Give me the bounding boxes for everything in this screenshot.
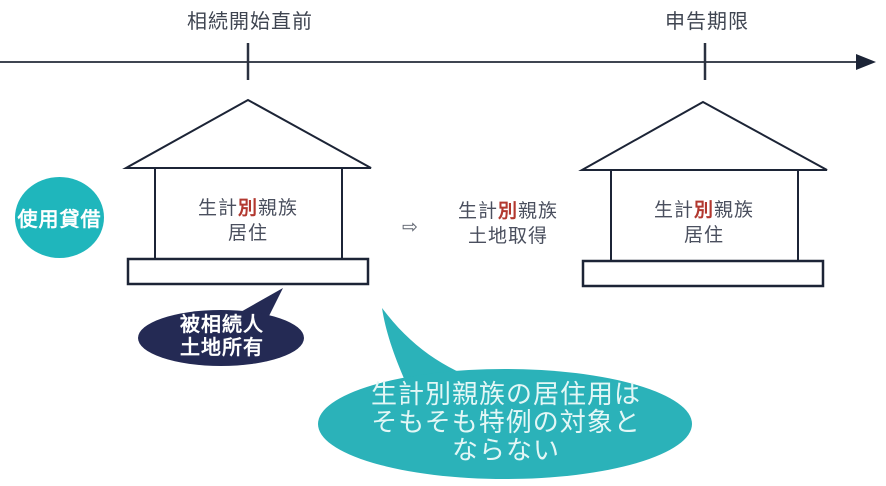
- house-after-text: 生計別親族 居住: [614, 198, 794, 248]
- house-before-roof: [122, 98, 372, 169]
- transfer-line1-emphasis: 別: [497, 201, 518, 222]
- owner-bubble-line2: 土地所有: [180, 337, 264, 359]
- house-after-foundation: [581, 259, 825, 288]
- house-after-line1-emphasis: 別: [693, 200, 714, 221]
- transfer-line2: 土地取得: [467, 226, 548, 247]
- transfer-line1-post: 親族: [518, 201, 559, 222]
- note-bubble-line2: そもそも特例の対象と: [371, 407, 641, 437]
- note-bubble-tail: [382, 308, 492, 396]
- owner-bubble: [138, 310, 304, 366]
- transfer-arrow-icon: ⇨: [402, 217, 418, 238]
- house-before-line1-emphasis: 別: [237, 198, 258, 219]
- house-after-line1-post: 親族: [714, 200, 755, 221]
- transfer-line1: 生計別親族: [418, 199, 598, 224]
- note-bubble: [318, 369, 692, 479]
- house-before-line2: 居住: [227, 223, 268, 244]
- lease-badge-label: 使用貸借: [17, 209, 102, 231]
- owner-bubble-line1: 被相続人: [180, 314, 264, 336]
- house-after-body: [610, 169, 799, 262]
- house-before-body: [154, 167, 343, 260]
- house-before-line1-pre: 生計: [197, 198, 238, 219]
- lease-badge: 使用貸借: [15, 177, 104, 258]
- house-after-line1: 生計別親族: [614, 198, 794, 223]
- transfer-line1-pre: 生計: [457, 201, 498, 222]
- note-bubble-line1: 生計別親族の居住用は: [370, 379, 641, 409]
- timeline-end-label: 申告期限: [665, 11, 749, 33]
- transfer-text: 生計別親族 土地取得: [418, 199, 598, 249]
- timeline-start-label: 相続開始直前: [187, 11, 313, 33]
- house-before-foundation: [126, 257, 370, 286]
- house-after-line2: 居住: [683, 225, 724, 246]
- house-after-roof: [578, 100, 828, 171]
- note-bubble-line3: ならない: [451, 435, 560, 465]
- house-before-line1-post: 親族: [258, 198, 299, 219]
- house-before-text: 生計別親族 居住: [158, 196, 338, 246]
- house-after-line1-pre: 生計: [653, 200, 694, 221]
- house-before-line1: 生計別親族: [158, 196, 338, 221]
- owner-bubble-text: 被相続人 土地所有: [135, 314, 309, 360]
- note-bubble-text: 生計別親族の居住用は そもそも特例の対象と ならない: [330, 380, 682, 464]
- timeline-arrowhead-icon: [856, 54, 876, 70]
